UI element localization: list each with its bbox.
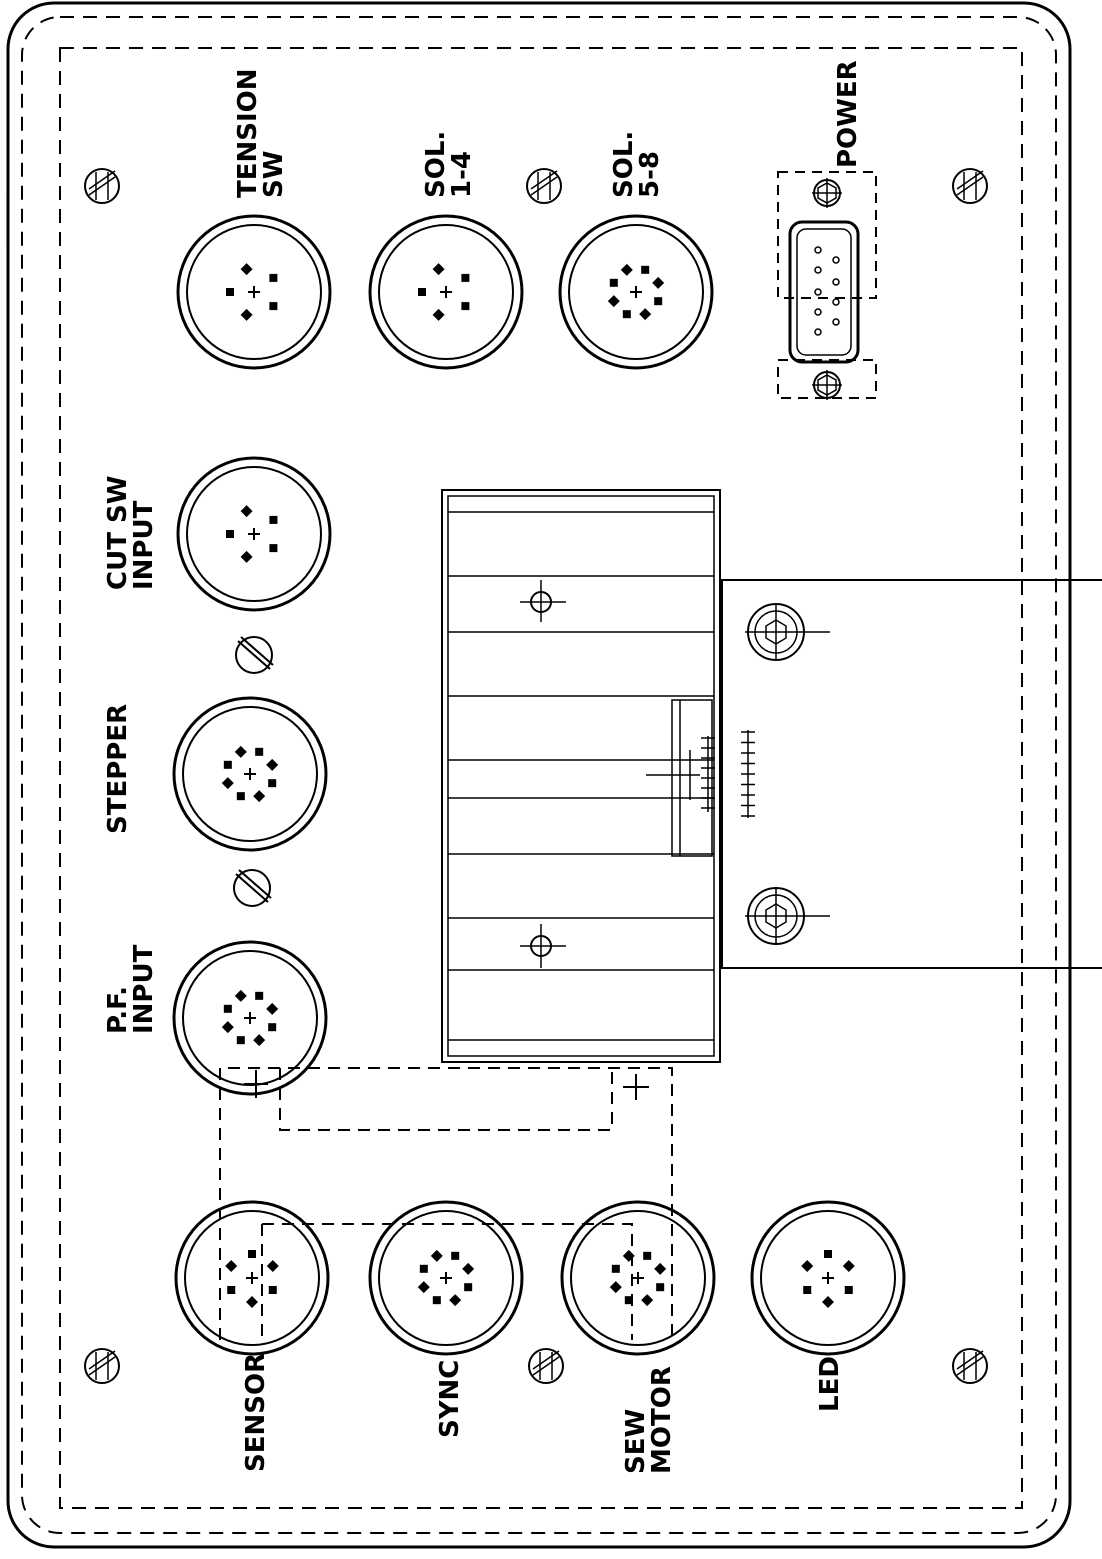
connector-sol-1-4	[368, 214, 524, 370]
connector-sync	[368, 1200, 524, 1356]
screw-top-left	[84, 168, 120, 204]
connector-group	[172, 214, 906, 1356]
label-power: POWER	[833, 60, 863, 168]
heat-sink-hole-bottom	[520, 924, 566, 968]
bracket-bolt-bottom	[745, 887, 830, 945]
label-sol-1-4: SOL. 1-4	[421, 122, 477, 198]
connector-pf-input	[172, 940, 328, 1096]
label-sync: SYNC	[435, 1360, 465, 1438]
label-sensor: SENSOR	[241, 1353, 271, 1472]
connector-sensor	[174, 1200, 330, 1356]
slotted-screw-top	[235, 636, 274, 674]
heat-sink-hole-top	[520, 580, 566, 622]
label-led: LED	[815, 1356, 845, 1412]
bracket-bolt-top	[745, 603, 830, 661]
screw-top-middle	[526, 168, 562, 204]
slotted-screw-bottom	[233, 869, 272, 907]
bracket-pin-row	[701, 730, 755, 818]
label-sol-5-8: SOL. 5-8	[609, 122, 665, 198]
connector-stepper	[172, 696, 328, 852]
connector-sew-motor	[560, 1200, 716, 1356]
dashed-bracket-outlines	[219, 1067, 673, 1340]
panel-outline	[6, 1, 1072, 1549]
connector-led	[750, 1200, 906, 1356]
bracket-plate	[701, 579, 1102, 969]
screw-bottom-middle	[528, 1348, 564, 1384]
screw-top-right	[952, 168, 988, 204]
mounting-screws	[84, 168, 988, 1384]
label-cut-sw-input: CUT SW INPUT	[103, 467, 159, 590]
label-tension-sw: TENSION SW	[233, 59, 289, 198]
power-dsub-connector	[777, 171, 877, 400]
label-pf-input: P.F. INPUT	[103, 944, 159, 1034]
connector-cut-sw-input	[176, 456, 332, 612]
screw-bottom-left	[84, 1348, 120, 1384]
heat-sink-module	[441, 489, 721, 1063]
screw-bottom-right	[952, 1348, 988, 1384]
label-stepper: STEPPER	[103, 704, 133, 834]
label-sew-motor: SEW MOTOR	[621, 1366, 677, 1474]
connector-sol-5-8	[558, 214, 714, 370]
connector-tension-sw	[176, 214, 332, 370]
label-group: TENSION SW SOL. 1-4 SOL. 5-8 POWER CUT S…	[103, 59, 863, 1474]
